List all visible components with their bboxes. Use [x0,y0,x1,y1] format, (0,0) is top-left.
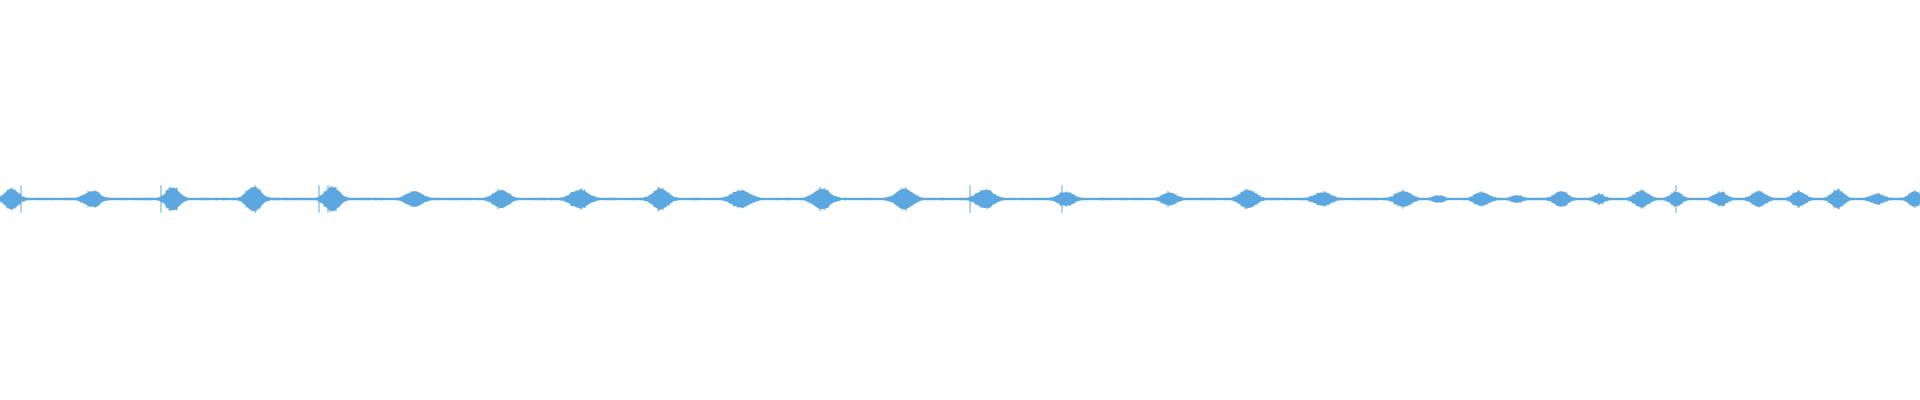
waveform-detail [0,185,1920,213]
